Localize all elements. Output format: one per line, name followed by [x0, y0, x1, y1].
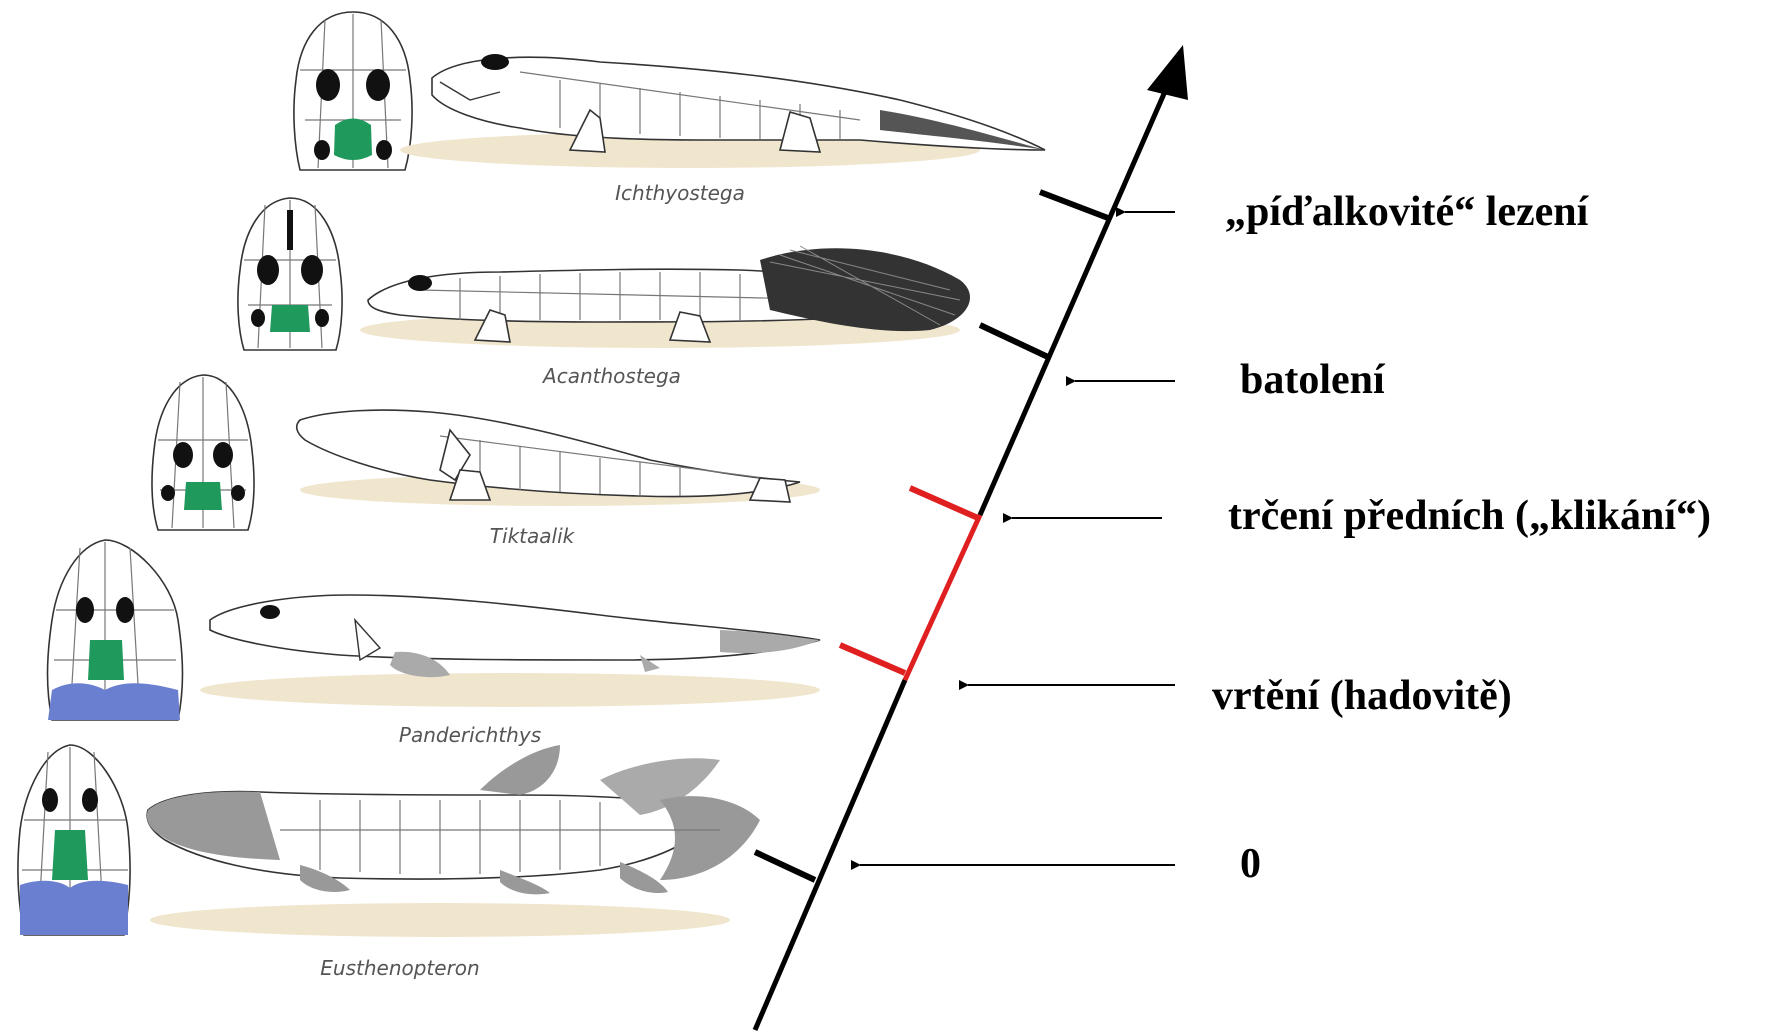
taxon-label-panderichthys: Panderichthys	[399, 723, 541, 747]
branch-tick-ichthyostega	[1040, 192, 1108, 218]
skull-tiktaalik	[152, 375, 254, 530]
branch-tick-panderichthys	[840, 645, 905, 673]
skull-panderichthys	[48, 540, 183, 720]
skull-eusthenopteron	[18, 745, 130, 935]
skull-acanthostega	[238, 198, 342, 350]
ground-panderichthys	[200, 673, 820, 707]
stage-label-1: „píďalkovité“ lezení	[1225, 189, 1590, 235]
taxon-label-acanthostega: Acanthostega	[541, 364, 681, 388]
stage-label-4: vrtění (hadovitě)	[1212, 673, 1512, 719]
branch-tick-acanthostega	[980, 325, 1048, 357]
stage-label-5: 0	[1240, 841, 1261, 887]
row-acanthostega: Acanthostega	[238, 198, 970, 388]
evolution-axis-lower	[755, 680, 905, 1030]
stage-label-2: batolení	[1240, 357, 1386, 403]
skeleton-panderichthys	[210, 595, 820, 677]
stage-label-3: trčení předních („klikání“)	[1228, 493, 1711, 539]
axis-arrowhead	[1147, 45, 1188, 100]
ground-eusthenopteron	[150, 903, 730, 937]
taxon-label-ichthyostega: Ichthyostega	[615, 181, 745, 205]
skeleton-eusthenopteron	[147, 745, 760, 894]
row-ichthyostega: Ichthyostega	[294, 12, 1045, 205]
evolution-axis-red-segment	[905, 515, 980, 680]
taxon-label-tiktaalik: Tiktaalik	[490, 524, 576, 548]
skull-ichthyostega	[294, 12, 412, 170]
branch-tick-eusthenopteron	[755, 852, 815, 880]
branch-tick-tiktaalik	[910, 488, 978, 518]
row-tiktaalik: Tiktaalik	[152, 375, 820, 548]
taxon-label-eusthenopteron: Eusthenopteron	[320, 956, 479, 980]
row-panderichthys: Panderichthys	[48, 540, 821, 747]
row-eusthenopteron: Eusthenopteron	[18, 745, 760, 980]
